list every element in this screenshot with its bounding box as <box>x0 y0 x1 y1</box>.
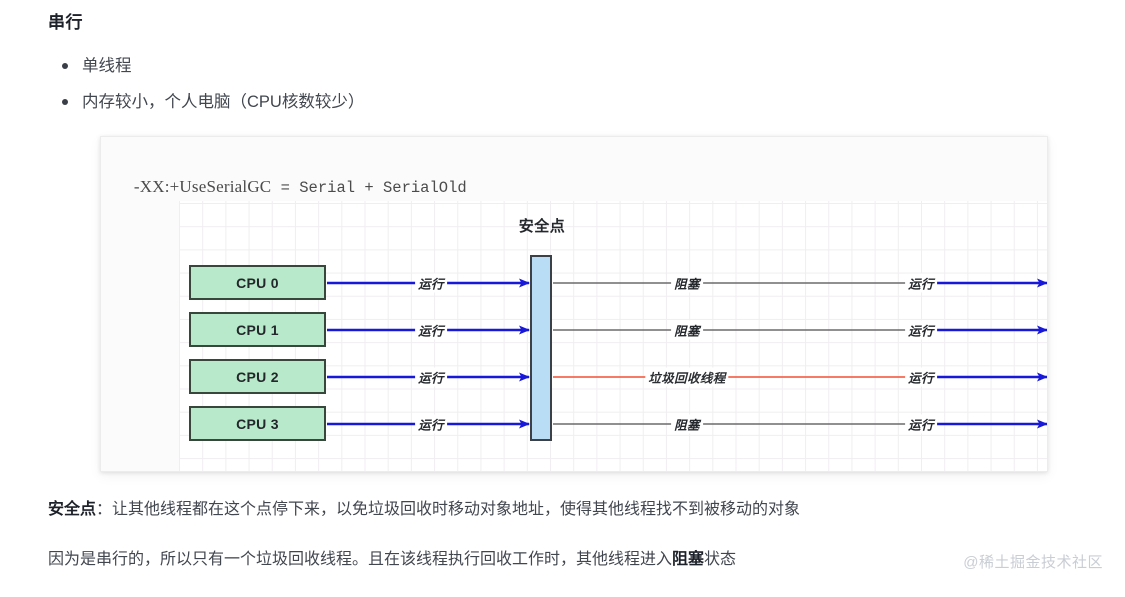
edge-label-cpu-2-gc-thread: 垃圾回收线程 <box>645 367 729 387</box>
edge-label-cpu-2-running-left: 运行 <box>415 367 447 387</box>
cpu-box-1: CPU 1 <box>189 312 326 347</box>
page-title: 串行 <box>48 13 83 32</box>
jvm-flag-name: -XX:+UseSerialGC <box>133 177 272 196</box>
cpu-box-0: CPU 0 <box>189 265 326 300</box>
edge-label-cpu-3-blocked: 阻塞 <box>671 414 703 434</box>
note-serial-text-pre: 因为是串行的，所以只有一个垃圾回收线程。且在该线程执行回收工作时，其他线程进入 <box>48 551 673 568</box>
edge-label-cpu-1-running-left: 运行 <box>415 320 447 340</box>
note-serial-term: 阻塞 <box>672 551 705 568</box>
diagram-card: -XX:+UseSerialGC = Serial + SerialOld <box>100 136 1048 472</box>
note-serial: 因为是串行的，所以只有一个垃圾回收线程。且在该线程执行回收工作时，其他线程进入阻… <box>48 545 736 569</box>
edge-label-cpu-0-running-right: 运行 <box>905 273 937 293</box>
list-item: 单线程 <box>48 48 364 84</box>
cpu-box-2: CPU 2 <box>189 359 326 394</box>
feature-bullet-list: 单线程 内存较小，个人电脑（CPU核数较少） <box>48 48 364 120</box>
safepoint-title: 安全点 <box>518 218 566 235</box>
edge-label-cpu-3-running-left: 运行 <box>415 414 447 434</box>
note-safepoint: 安全点：让其他线程都在这个点停下来，以免垃圾回收时移动对象地址，使得其他线程找不… <box>48 495 800 519</box>
note-serial-text-post: 状态 <box>704 551 737 568</box>
edge-label-cpu-0-running-left: 运行 <box>415 273 447 293</box>
edge-label-cpu-1-running-right: 运行 <box>905 320 937 340</box>
edge-label-cpu-0-blocked: 阻塞 <box>671 273 703 293</box>
cpu-box-3: CPU 3 <box>189 406 326 441</box>
edge-label-cpu-2-running-right: 运行 <box>905 367 937 387</box>
edge-label-cpu-1-blocked: 阻塞 <box>671 320 703 340</box>
watermark: @稀土掘金技术社区 <box>963 554 1103 571</box>
edge-label-cpu-3-running-right: 运行 <box>905 414 937 434</box>
list-item: 内存较小，个人电脑（CPU核数较少） <box>48 84 364 120</box>
safepoint-bar <box>530 255 552 441</box>
note-safepoint-term: 安全点 <box>48 501 97 518</box>
jvm-flag-value: = Serial + SerialOld <box>271 179 467 197</box>
jvm-flag-code: -XX:+UseSerialGC = Serial + SerialOld <box>115 157 467 217</box>
note-safepoint-text: ：让其他线程都在这个点停下来，以免垃圾回收时移动对象地址，使得其他线程找不到被移… <box>96 501 801 518</box>
